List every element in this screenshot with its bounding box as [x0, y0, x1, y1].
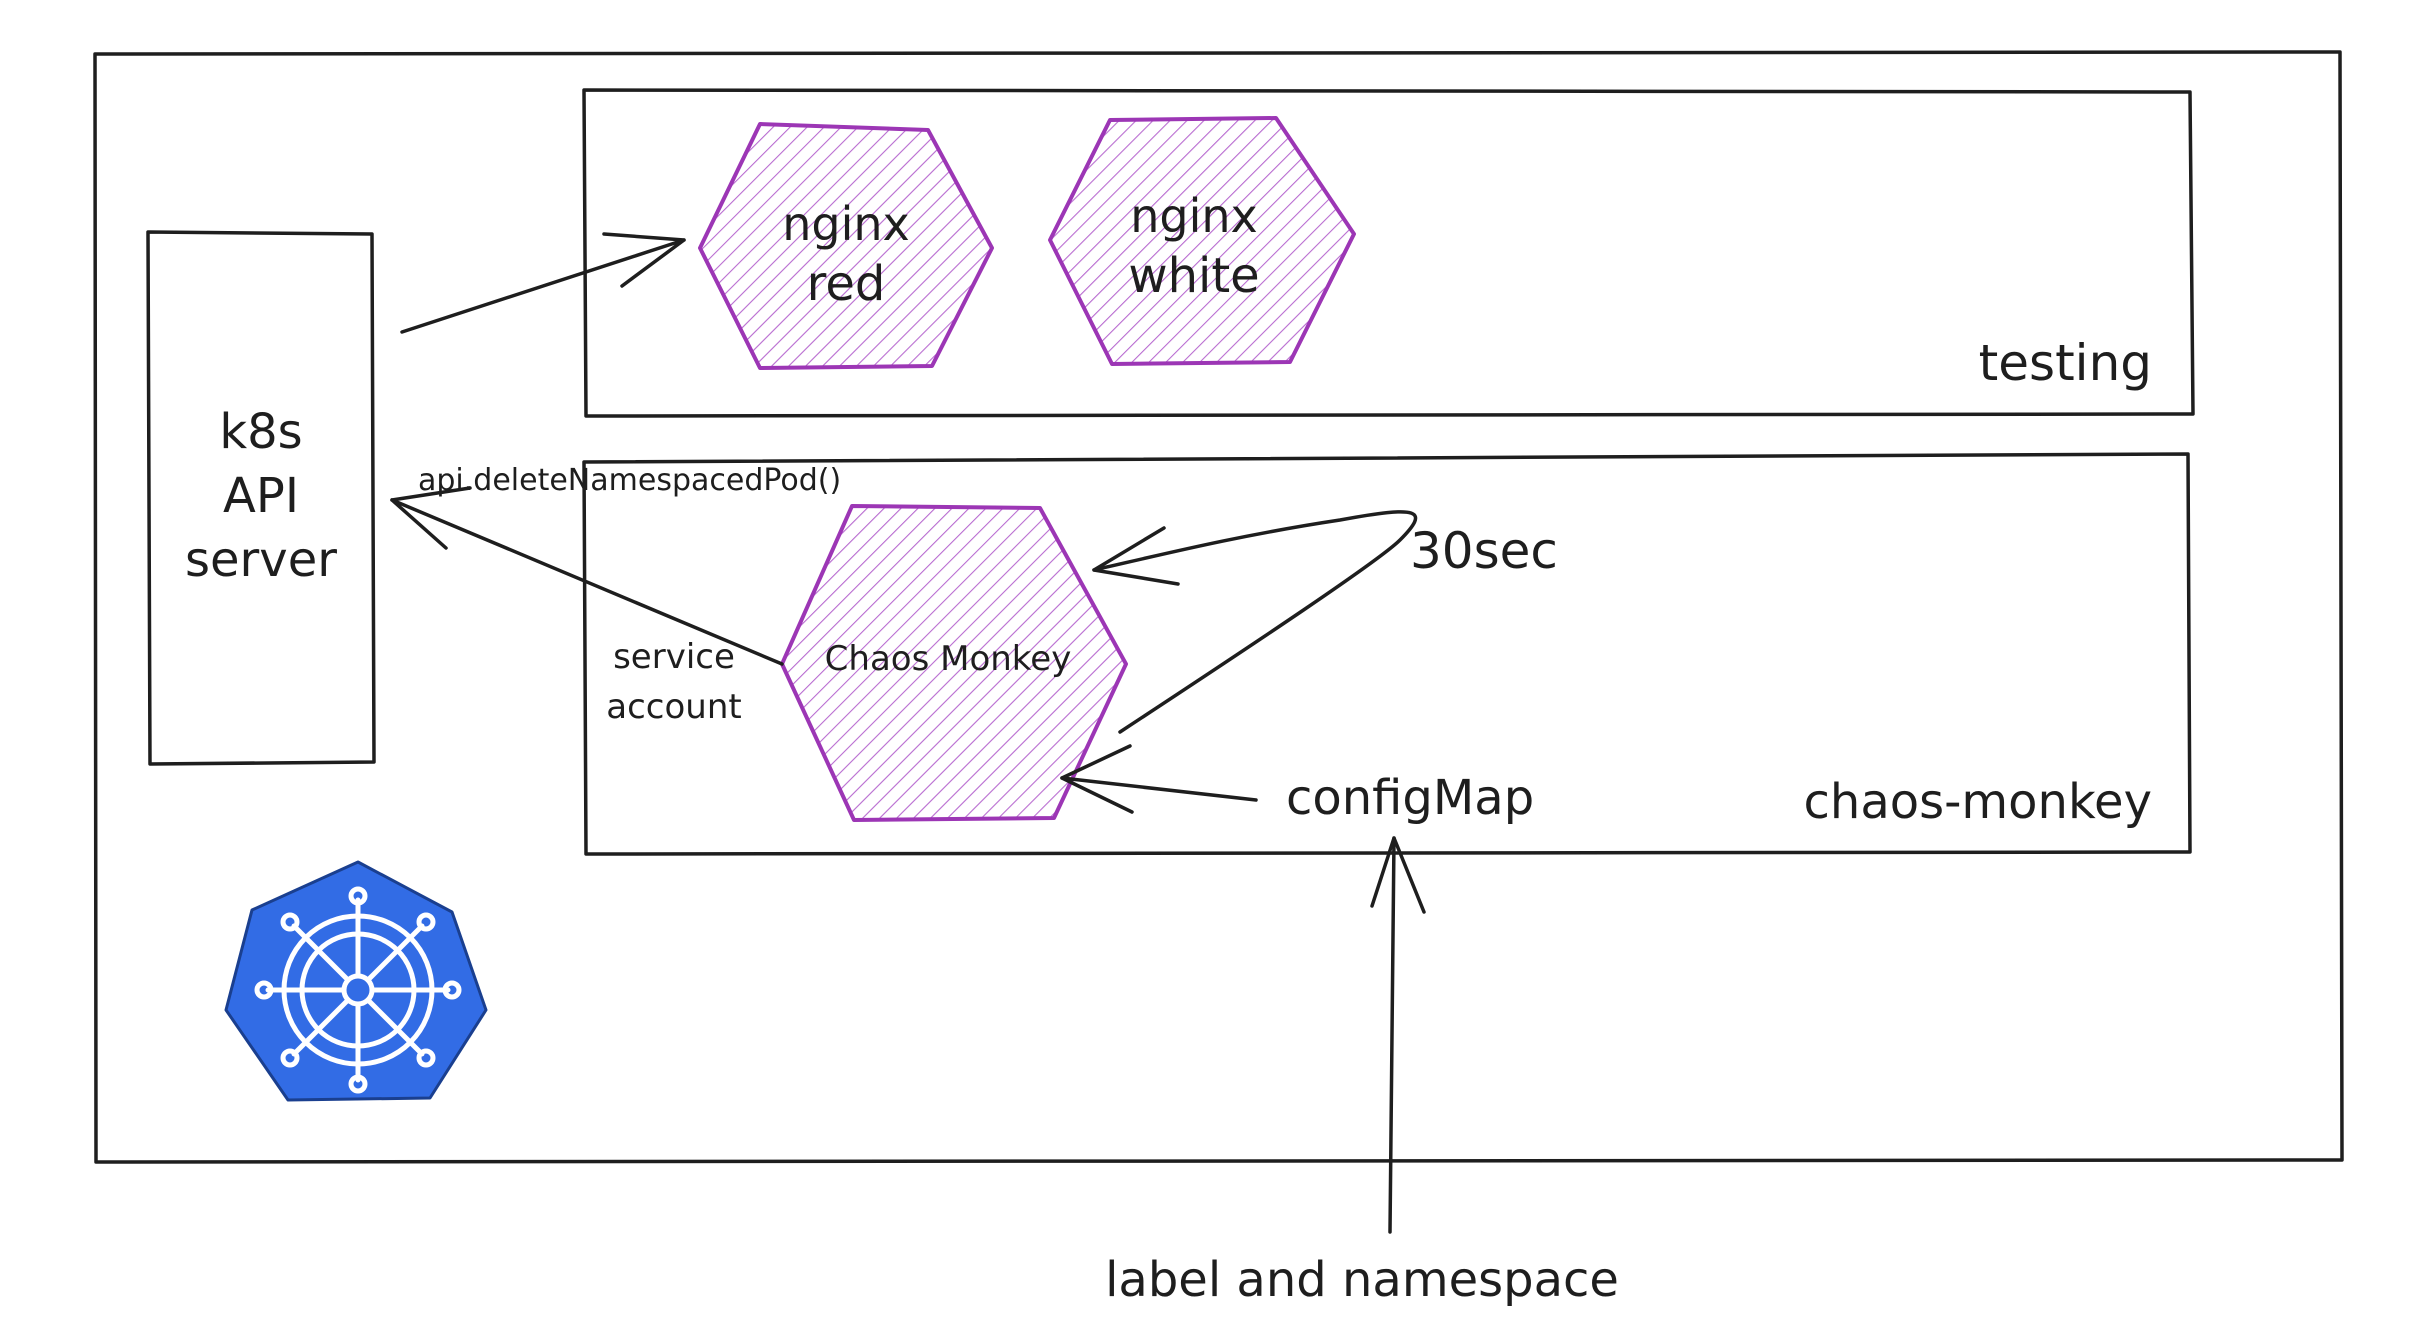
pod-nginx-white-line1: nginx [1130, 189, 1258, 243]
arrow-chaos-monkey-to-api: api.deleteNamespacedPod() [390, 463, 841, 666]
chaos-monkey-namespace: chaos-monkey [582, 452, 2192, 856]
configmap-label: configMap [1286, 770, 1534, 826]
pod-nginx-white: nginx white [1048, 116, 1356, 366]
arrow-label-namespace-to-configmap: label and namespace [1105, 836, 1619, 1308]
pod-nginx-red-line2: red [807, 256, 886, 312]
arrow-configmap-to-chaos-monkey: configMap [1060, 744, 1534, 826]
cluster-frame [93, 50, 2344, 1164]
service-account-line2: account [606, 687, 741, 727]
kubernetes-helm-icon [224, 860, 488, 1102]
testing-namespace-label: testing [1979, 334, 2152, 392]
arrow-30sec-loop: 30sec [1092, 510, 1558, 734]
pod-chaos-monkey-label: Chaos Monkey [825, 639, 1072, 679]
pod-nginx-red: nginx red [698, 122, 994, 370]
api-server-label-line2: API [223, 468, 299, 524]
service-account-line1: service [613, 637, 735, 677]
api-server-box: k8s API server [146, 230, 376, 766]
chaos-monkey-namespace-label: chaos-monkey [1804, 774, 2153, 830]
pod-nginx-white-line2: white [1128, 248, 1259, 304]
interval-label: 30sec [1410, 522, 1558, 580]
arrow-api-to-nginx-red [400, 232, 686, 334]
testing-namespace: testing [582, 88, 2195, 418]
label-and-namespace-label: label and namespace [1105, 1252, 1619, 1308]
pod-nginx-red-line1: nginx [782, 197, 910, 251]
api-server-label-line3: server [185, 532, 337, 588]
api-call-label: api.deleteNamespacedPod() [418, 463, 841, 498]
service-account-label: service account [606, 637, 741, 727]
api-server-label-line1: k8s [219, 404, 302, 460]
pod-chaos-monkey: Chaos Monkey [780, 504, 1128, 822]
